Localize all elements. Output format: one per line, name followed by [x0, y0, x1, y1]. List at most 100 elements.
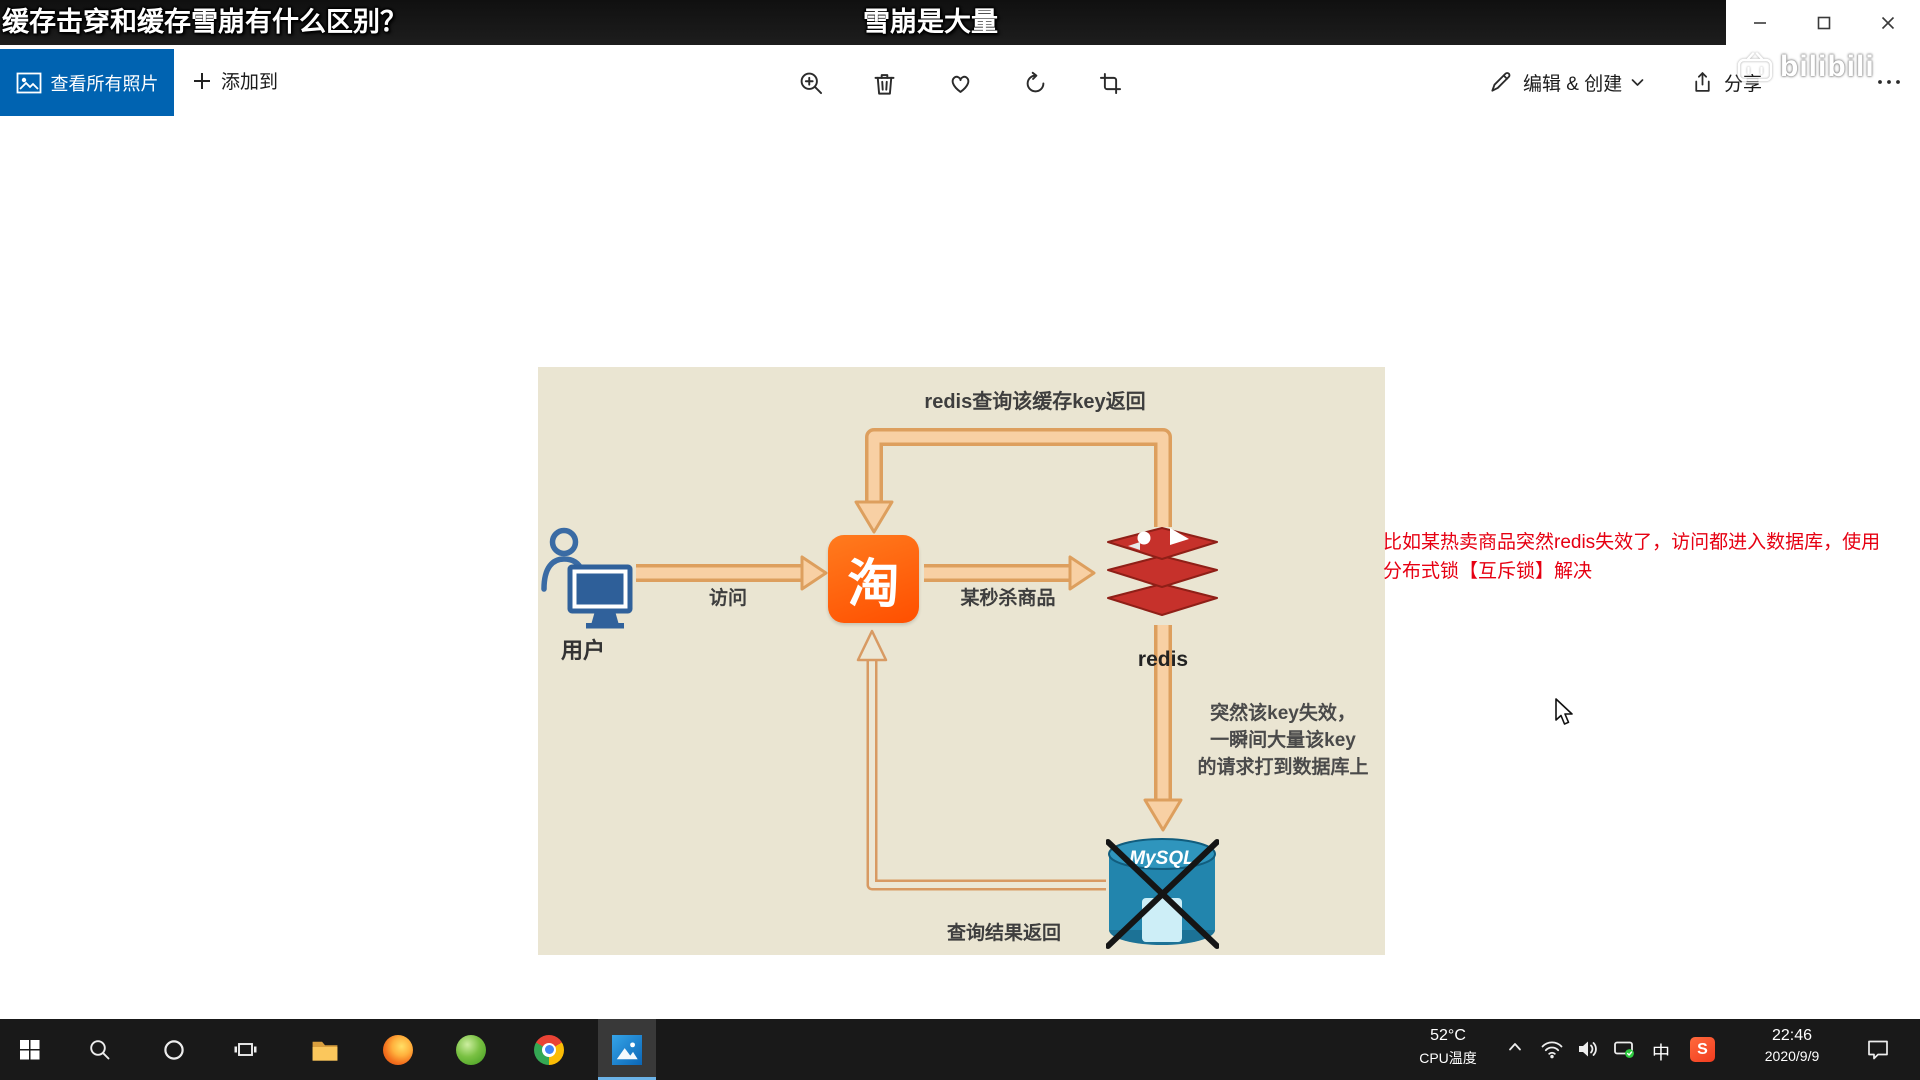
- photos-app-button-active[interactable]: [598, 1019, 656, 1080]
- usb-device-icon: [1614, 1041, 1634, 1058]
- favorite-button[interactable]: [939, 62, 981, 104]
- user-icon: [541, 527, 633, 629]
- green-browser-button[interactable]: [442, 1019, 500, 1080]
- clock-time: 22:46: [1771, 1027, 1813, 1044]
- minimize-button[interactable]: [1728, 0, 1792, 45]
- video-title-center: 雪崩是大量: [863, 7, 998, 37]
- share-icon: [1695, 71, 1710, 92]
- sogou-input-button[interactable]: S: [1690, 1037, 1715, 1062]
- close-button[interactable]: [1856, 0, 1920, 45]
- red-annotation-line1: 比如某热卖商品突然redis失效了，访问都进入数据库，使用: [1383, 532, 1881, 553]
- cortana-button[interactable]: [145, 1019, 203, 1080]
- delete-button[interactable]: [863, 62, 905, 104]
- redis-return-label: redis查询该缓存key返回: [924, 391, 1146, 413]
- window-controls: [1728, 0, 1920, 45]
- more-dots-icon: [1878, 80, 1900, 84]
- start-button[interactable]: [0, 1019, 58, 1080]
- wifi-icon: [1541, 1041, 1563, 1059]
- cpu-temp-widget[interactable]: 52°C CPU温度: [1408, 1027, 1488, 1068]
- firefox-icon: [383, 1034, 413, 1065]
- rotate-icon: [1026, 71, 1044, 92]
- zoom-button[interactable]: [790, 62, 832, 104]
- task-view-button[interactable]: [216, 1019, 274, 1080]
- cpu-temp-label: CPU温度: [1419, 1050, 1477, 1066]
- cortana-icon: [164, 1039, 184, 1060]
- taskbar-clock[interactable]: 22:46 2020/9/9: [1744, 1027, 1840, 1064]
- green-browser-icon: [456, 1034, 486, 1065]
- view-all-photos-button[interactable]: 查看所有照片: [0, 49, 174, 116]
- minimize-icon: [1754, 21, 1766, 24]
- notification-bubble-icon: [1868, 1040, 1888, 1060]
- heart-icon: [951, 75, 969, 93]
- flow-arrows: [636, 428, 1183, 891]
- mysql-label: MySQL: [1129, 848, 1194, 869]
- edit-pencil-icon: [1491, 72, 1511, 92]
- edit-create-button[interactable]: 编辑 & 创建: [1488, 61, 1644, 103]
- photo-gallery-icon: [16, 72, 41, 93]
- ime-indicator[interactable]: 中: [1652, 1039, 1670, 1065]
- mysql-icon-crossed: MySQL: [1106, 838, 1219, 949]
- task-view-icon: [234, 1043, 256, 1056]
- share-button[interactable]: 分享: [1690, 61, 1762, 103]
- volume-tray-button[interactable]: [1576, 1038, 1600, 1063]
- clock-date: 2020/9/9: [1764, 1048, 1820, 1064]
- taobao-icon: 淘: [828, 535, 919, 623]
- video-title-left: 缓存击穿和缓存雪崩有什么区别？: [2, 7, 407, 37]
- crop-button[interactable]: [1089, 62, 1131, 104]
- maximize-button[interactable]: [1792, 0, 1856, 45]
- trash-icon: [874, 73, 894, 95]
- network-tray-button[interactable]: [1540, 1038, 1564, 1063]
- view-all-photos-label: 查看所有照片: [50, 73, 159, 94]
- photos-toolbar: 查看所有照片 添加到: [0, 45, 1920, 116]
- tray-overflow-button[interactable]: [1508, 1039, 1522, 1054]
- window-titlebar: 缓存击穿和缓存雪崩有什么区别？ 雪崩是大量: [0, 0, 1920, 45]
- edit-create-label: 编辑 & 创建: [1523, 73, 1623, 95]
- diagram-image[interactable]: redis查询该缓存key返回 用户 访问 淘 某秒杀商品: [538, 367, 1385, 955]
- close-icon: [1881, 16, 1895, 29]
- taskbar-search-button[interactable]: [71, 1019, 129, 1080]
- query-return-label: 查询结果返回: [946, 923, 1062, 944]
- file-explorer-button[interactable]: [296, 1019, 354, 1080]
- chrome-icon: [534, 1034, 564, 1065]
- photo-viewer-canvas: redis查询该缓存key返回 用户 访问 淘 某秒杀商品: [0, 116, 1920, 1019]
- plus-icon: [194, 72, 210, 89]
- ime-indicator-label: 中: [1652, 1043, 1670, 1063]
- bilibili-tv-icon: [1737, 52, 1773, 82]
- redis-icon: [1107, 527, 1218, 616]
- red-annotation: 比如某热卖商品突然redis失效了，访问都进入数据库，使用 分布式锁【互斥锁】解…: [1383, 528, 1880, 586]
- rotate-button[interactable]: [1014, 62, 1056, 104]
- bilibili-watermark-text: bilibili: [1780, 50, 1875, 83]
- firefox-button[interactable]: [369, 1019, 427, 1080]
- zoom-icon: [800, 72, 822, 94]
- cpu-temp-value: 52°C: [1430, 1027, 1466, 1044]
- red-annotation-line2: 分布式锁【互斥锁】解决: [1383, 561, 1593, 582]
- taobao-char: 淘: [847, 555, 900, 614]
- key-invalid-text: 突然该key失效， 一瞬间大量该key 的请求打到数据库上: [1197, 700, 1368, 781]
- key-invalid-line2: 一瞬间大量该key: [1210, 730, 1356, 751]
- key-invalid-line3: 的请求打到数据库上: [1197, 757, 1369, 778]
- hardware-tray-button[interactable]: [1612, 1038, 1636, 1063]
- user-label: 用户: [560, 638, 606, 663]
- chrome-button[interactable]: [520, 1019, 578, 1080]
- add-to-button[interactable]: 添加到: [192, 45, 278, 116]
- key-invalid-line1: 突然该key失效，: [1210, 703, 1356, 724]
- crop-icon: [1099, 72, 1121, 94]
- visit-label: 访问: [708, 588, 748, 609]
- maximize-icon: [1817, 16, 1831, 29]
- taskbar: 52°C CPU温度 中: [0, 1019, 1920, 1080]
- share-label: 分享: [1724, 73, 1763, 95]
- windows-logo-icon: [19, 1040, 39, 1060]
- sogou-icon: S: [1697, 1040, 1708, 1058]
- add-to-label: 添加到: [221, 72, 279, 93]
- see-more-button[interactable]: [1876, 61, 1902, 103]
- mouse-cursor: [1555, 698, 1573, 725]
- seckill-product-label: 某秒杀商品: [960, 588, 1056, 609]
- search-icon: [90, 1039, 110, 1059]
- chevron-up-icon: [1509, 1043, 1521, 1051]
- redis-label: redis: [1137, 648, 1189, 671]
- folder-icon: [312, 1041, 338, 1061]
- chevron-down-icon: [1631, 78, 1644, 86]
- action-center-button[interactable]: [1866, 1038, 1890, 1064]
- speaker-icon: [1579, 1041, 1597, 1057]
